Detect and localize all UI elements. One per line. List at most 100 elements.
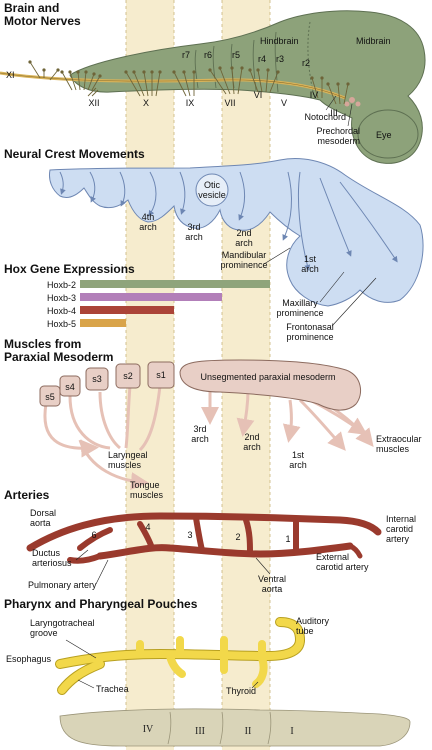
neural-crest-section: Otic vesicle 4th arch 3rd arch 2nd arch … [49, 158, 424, 342]
eye-label: Eye [376, 130, 392, 140]
hoxb4-bar [80, 306, 174, 314]
somite [147, 361, 175, 389]
arch4-label-1: 4th [142, 212, 155, 222]
somite-label: s4 [65, 382, 75, 392]
nerve-label-x: X [143, 98, 149, 108]
frontonasal-label-2: prominence [286, 332, 333, 342]
hoxb2-bar [80, 280, 270, 288]
somite [59, 375, 81, 397]
muscle-arch2-1: 2nd [244, 432, 259, 442]
muscle-arch1-1: 1st [292, 450, 305, 460]
neural-crest-shape [49, 158, 424, 307]
internal-carotid-label-1: Internal [386, 514, 416, 524]
arch2-label-1: 2nd [236, 228, 251, 238]
extraocular-label-2: muscles [376, 444, 410, 454]
rhombomere-label: r7 [182, 50, 190, 60]
brain-section: Hindbrain Midbrain r7 r6 r5 r4 r3 r2 XI … [0, 10, 426, 164]
muscles-heading: Muscles from Paraxial Mesoderm [4, 338, 113, 364]
external-carotid-label-1: External [316, 552, 349, 562]
rhombomere-label: r3 [276, 54, 284, 64]
pulmonary-label: Pulmonary artery [28, 580, 97, 590]
nerve-label-vii: VII [224, 98, 235, 108]
nerve-label-xii: XII [88, 98, 99, 108]
arch1-label-2: arch [301, 264, 319, 274]
hoxb5-bar [80, 319, 126, 327]
nerve-label-xi: XI [6, 70, 15, 80]
neural-crest-heading: Neural Crest Movements [4, 147, 145, 161]
maxillary-label-2: prominence [276, 308, 323, 318]
nerve-label-iv: IV [310, 90, 319, 100]
dorsal-aorta [26, 512, 382, 552]
nerve-label-iii: III [330, 108, 338, 118]
nerve-label-vi: VI [254, 90, 263, 100]
esophagus-label: Esophagus [6, 654, 52, 664]
arteries-section: 6 4 3 2 1 Dorsal aorta Ductus arteriosus… [26, 508, 416, 594]
arch4-label-2: arch [139, 222, 157, 232]
laryngotracheal-label-2: groove [30, 628, 58, 638]
pharynx-heading: Pharynx and Pharyngeal Pouches [4, 597, 198, 611]
hox-gene-label: Hoxb-4 [47, 306, 76, 316]
brain-shape [69, 10, 426, 164]
ductus-label-1: Ductus [32, 548, 61, 558]
somite-label: s1 [156, 370, 166, 380]
thyroid-label: Thyroid [226, 686, 256, 696]
mandibular-label-2: prominence [220, 260, 267, 270]
brain-heading: Brain and Motor Nerves [4, 2, 81, 28]
trachea-label: Trachea [96, 684, 129, 694]
motor-nerves [29, 61, 349, 105]
rhombomere-label: r6 [204, 50, 212, 60]
muscle-arch2-2: arch [243, 442, 261, 452]
laryngotracheal-label-1: Laryngotracheal [30, 618, 95, 628]
eye-shape [357, 109, 419, 159]
hindbrain-label: Hindbrain [260, 36, 299, 46]
nerve-label-ix: IX [186, 98, 195, 108]
auditory-label-1: Auditory [296, 616, 330, 626]
somite-label: s5 [45, 392, 55, 402]
arch-number: 1 [285, 534, 290, 544]
brain-heading-line-2: Motor Nerves [4, 14, 81, 28]
auditory-label-2: tube [296, 626, 314, 636]
hox-gene-label: Hoxb-2 [47, 280, 76, 290]
maxillary-label-1: Maxillary [282, 298, 318, 308]
pharynx-shape [56, 618, 304, 694]
otic-label-2: vesicle [198, 190, 226, 200]
muscles-heading-line-2: Paraxial Mesoderm [4, 350, 114, 364]
muscles-heading-line-1: Muscles from [4, 337, 82, 351]
brain-heading-line-1: Brain and [4, 1, 60, 15]
rhombomere-label: r4 [258, 54, 266, 64]
frontonasal-label-1: Frontonasal [286, 322, 334, 332]
ventral-aorta [96, 542, 354, 560]
arch3-label-1: 3rd [187, 222, 200, 232]
pharynx-section: Laryngotracheal groove Esophagus Trachea… [6, 616, 411, 747]
hox-heading: Hox Gene Expressions [4, 262, 135, 276]
arch-number: 4 [145, 522, 150, 532]
prechordal-label-1: Prechordal [316, 126, 360, 136]
arch1-label-1: 1st [304, 254, 317, 264]
arch-number: 6 [91, 530, 96, 540]
dorsal-aorta-label-2: aorta [30, 518, 51, 528]
midbrain-label: Midbrain [356, 36, 391, 46]
laryngeal-label-2: muscles [108, 460, 142, 470]
external-carotid-label-2: carotid artery [316, 562, 369, 572]
arteries-heading: Arteries [4, 488, 50, 502]
somite [115, 363, 141, 389]
rhombomere-label: r2 [302, 58, 310, 68]
tongue-label-2: muscles [130, 490, 164, 500]
hox-gene-label: Hoxb-3 [47, 293, 76, 303]
muscles-section: s5 s4 s3 s2 s1 Unsegmented paraxial meso… [39, 359, 422, 500]
rhombomere-label: r5 [232, 50, 240, 60]
pouch-label: III [195, 726, 205, 737]
internal-carotid-label-2: carotid [386, 524, 413, 534]
prechordal-label-2: mesoderm [317, 136, 360, 146]
ductus-label-2: arteriosus [32, 558, 72, 568]
somite [39, 385, 61, 407]
otic-label-1: Otic [204, 180, 221, 190]
ventral-aorta-label-2: aorta [262, 584, 283, 594]
pouch-label: I [290, 726, 293, 737]
arch3-label-2: arch [185, 232, 203, 242]
laryngeal-label-1: Laryngeal [108, 450, 148, 460]
nerve-label-v: V [281, 98, 287, 108]
mandibular-label-1: Mandibular [222, 250, 267, 260]
arch2-label-2: arch [235, 238, 253, 248]
